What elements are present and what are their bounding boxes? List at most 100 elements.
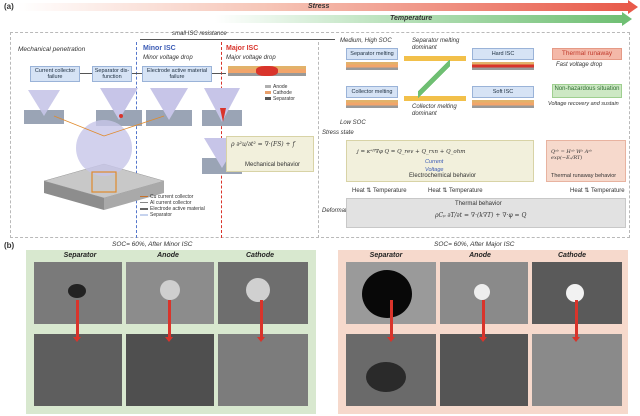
mechanical-behavior-label: Mechanical behavior: [245, 162, 301, 168]
collector-melting-strip: [346, 100, 398, 108]
heat-temperature-3: Heat ⇅ Temperature: [352, 188, 407, 194]
temperature-bar: Temperature: [215, 15, 625, 23]
temp-label-1: Temperature: [448, 188, 483, 194]
arrow-minor-anode: [165, 300, 173, 342]
thermal-runaway-behavior-box: Qᵃᵇ = Hᵃᵇ Wᵃ Aᵃᵇ exp(−Eₐ/RT) Thermal run…: [546, 140, 626, 182]
hard-isc-strip: [472, 62, 534, 70]
arrow-minor-cathode: [257, 300, 265, 342]
arrow-major-cathode: [572, 300, 580, 342]
electrochemical-equation: j = κᵉᶠᶠ∇φ Q = Q_rev + Q_rxn + Q_ohm: [357, 149, 466, 155]
small-isc-resistance-label: small ISC resistance: [172, 31, 227, 37]
medium-high-soc-label: Medium, High SOC: [340, 38, 392, 44]
heat-label-2: Heat: [570, 188, 583, 194]
right-col-separator: Separator: [369, 252, 403, 259]
temp-label-3: Temperature: [372, 188, 407, 194]
thermal-runaway-equation: Qᵃᵇ = Hᵃᵇ Wᵃ Aᵃᵇ exp(−Eₐ/RT): [551, 149, 593, 161]
flow-arrow-3: [212, 73, 226, 74]
heat-temperature-2: Heat ⇅ Temperature: [570, 188, 625, 194]
illustration-4: [202, 88, 242, 126]
arrow-major-separator: [387, 300, 395, 342]
temperature-arrow-head: [622, 12, 632, 26]
illustration-1: [24, 90, 64, 124]
separator-disfunction-box: Separator dis-function: [92, 66, 132, 82]
temperature-label: Temperature: [390, 15, 433, 22]
mechanical-behavior-box: ρ ∂²u/∂t² = ∇·(FS) + f Mechanical behavi…: [226, 136, 314, 172]
divider-minor: [136, 42, 137, 238]
legend-small: Anode Cathode Separator: [265, 84, 295, 102]
legend-electrode: Electrode active material: [150, 206, 205, 212]
major-isc-strip: [228, 66, 306, 80]
legend-separator-layer: Separator: [150, 212, 172, 218]
green-arrow-bottom: [404, 96, 466, 101]
heat-label-3: Heat: [352, 188, 365, 194]
legend-cathode: Cathode: [273, 90, 292, 96]
voltage-recovery-label: Voltage recovery and sustain: [548, 101, 619, 107]
deformation-label: Deformation: [322, 208, 355, 214]
flow-arrow-2: [132, 73, 142, 74]
panel-b-label: (b): [4, 241, 15, 250]
sem-major-anode-bottom: [440, 334, 528, 406]
left-col-anode: Anode: [157, 252, 179, 259]
panel-a-frame: [10, 32, 630, 238]
arrow-minor-separator: [73, 300, 81, 342]
voltage-label: Voltage: [425, 167, 444, 173]
electrochemical-behavior-label: Electrochemical behavior: [409, 173, 477, 179]
sem-major-cathode-bottom: [532, 334, 622, 406]
green-arrow-top: [404, 56, 466, 61]
heat-label-1: Heat: [428, 188, 441, 194]
thermal-runaway-box: Thermal runaway: [552, 48, 622, 60]
fast-voltage-drop-label: Fast voltage drop: [556, 62, 603, 68]
illustration-3: [146, 88, 192, 126]
right-col-anode: Anode: [469, 252, 491, 259]
sem-minor-anode-bottom: [126, 334, 214, 406]
mechanical-penetration-label: Mechanical penetration: [18, 46, 86, 53]
small-isc-resistance-arrow: [140, 39, 335, 40]
major-voltage-drop-label: Major voltage drop: [226, 55, 276, 61]
temp-label-2: Temperature: [590, 188, 625, 194]
arrow-major-anode: [479, 300, 487, 342]
non-hazardous-label: Non-hazardous situation: [554, 86, 620, 92]
thermal-behavior-box: Thermal behavior ρCₚ ∂T/∂t = ∇·(k∇T) + ∇…: [346, 198, 626, 228]
sem-major-separator-bottom: [346, 334, 436, 406]
right-col-cathode: Cathode: [558, 252, 586, 259]
thermal-runaway-behavior-label: Thermal runaway behavior: [551, 173, 617, 179]
non-hazardous-box: Non-hazardous situation: [552, 84, 622, 98]
sem-minor-cathode-top: [218, 262, 308, 324]
electrode-failure-box: Electrode active material failure: [142, 66, 212, 82]
hard-isc-box: Hard ISC: [472, 48, 534, 60]
major-isc-label: Major ISC: [226, 45, 259, 52]
current-collector-failure-box: Current collector failure: [30, 66, 80, 82]
left-col-cathode: Cathode: [246, 252, 274, 259]
low-soc-label: Low SOC: [340, 120, 366, 126]
separator-melting-dominant-label: Separator melting dominant: [412, 38, 460, 51]
collector-melting-box: Collector melting: [346, 86, 398, 98]
thermal-runaway-label: Thermal runaway: [561, 50, 613, 57]
separator-melting-strip: [346, 62, 398, 70]
sem-minor-separator-bottom: [34, 334, 122, 406]
legend-layers: Cu current collector Al current collecto…: [140, 194, 205, 218]
legend-al: Al current collector: [150, 200, 192, 206]
thermal-equation: ρCₚ ∂T/∂t = ∇·(k∇T) + ∇·φ = Q: [435, 212, 527, 219]
collector-melting-dominant-label: Collector melting dominant: [412, 104, 457, 117]
legend-separator: Separator: [273, 96, 295, 102]
stress-bar: Stress: [18, 3, 630, 11]
soft-isc-box: Soft ISC: [472, 86, 534, 98]
panel-a-label: (a): [4, 2, 14, 11]
divider-right: [318, 42, 319, 238]
stress-label: Stress: [308, 3, 330, 10]
soft-isc-strip: [472, 100, 534, 108]
heat-temperature-1: Heat ⇅ Temperature: [428, 188, 483, 194]
legend-anode: Anode: [273, 84, 288, 90]
current-label: Current: [425, 159, 444, 165]
sem-minor-cathode-bottom: [218, 334, 308, 406]
cell-stack: [43, 115, 165, 210]
electrochemical-behavior-box: j = κᵉᶠᶠ∇φ Q = Q_rev + Q_rxn + Q_ohm Cur…: [346, 140, 534, 182]
green-arrow-cross: [418, 60, 450, 98]
thermal-behavior-label: Thermal behavior: [455, 201, 502, 207]
stress-state-label: Stress state: [322, 130, 354, 136]
minor-voltage-drop-label: Minor voltage drop: [143, 55, 193, 61]
mechanical-equation: ρ ∂²u/∂t² = ∇·(FS) + f: [231, 141, 295, 148]
left-panel-title: SOC= 60%, After Minor ISC: [112, 241, 193, 248]
stress-arrow-head: [628, 0, 638, 14]
left-col-separator: Separator: [63, 252, 97, 259]
